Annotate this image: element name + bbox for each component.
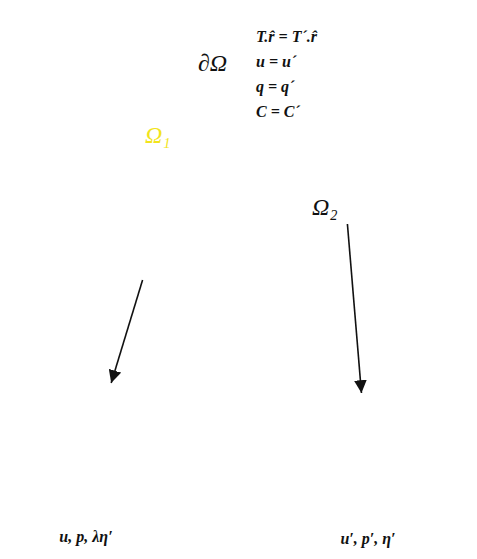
domain-cube: ∂Ω T.r̂ = T´.r̂ u = u´ q = q´ C = C´ Ω₁ Ω₂	[0, 0, 477, 392]
cube-front	[6, 42, 442, 386]
element-cube	[368, 167, 375, 202]
texture	[442, 6, 474, 386]
cube-side	[148, 383, 162, 525]
field-variables: u, p, λη′	[10, 528, 162, 546]
element-face	[340, 174, 370, 202]
cube-front	[10, 397, 148, 525]
texture	[6, 42, 442, 386]
connector-arrow	[347, 224, 361, 393]
element-cube	[138, 184, 172, 190]
subdomain-label: Ω₂	[312, 194, 338, 222]
matrix-volume: u′, p′, η′	[298, 393, 438, 550]
cube-top	[6, 6, 474, 42]
texture	[298, 405, 424, 527]
inner-panel	[52, 50, 442, 342]
inclusion-volume: u, p, λη′	[10, 383, 162, 548]
sphere-shadow	[126, 123, 248, 275]
field-variables: u′, p′, η′	[298, 530, 438, 548]
boundary-condition: u = u´	[256, 53, 296, 71]
boundary-condition: C = C´	[256, 103, 300, 121]
boundary-condition: q = q´	[256, 78, 294, 96]
texture	[424, 393, 438, 527]
inclusion-volume-outline	[10, 383, 162, 545]
matrix-volume-outline	[298, 393, 438, 548]
condition-bracket	[248, 28, 250, 130]
texture	[148, 383, 162, 525]
element-cube	[340, 174, 368, 202]
cube-side	[442, 6, 474, 386]
matrix-element: Ω₂	[310, 166, 380, 224]
connector-arrow	[111, 280, 142, 383]
cube-side	[424, 393, 438, 527]
cube-front	[298, 405, 424, 527]
cube-top	[298, 393, 438, 405]
element-cube	[166, 184, 172, 218]
inclusion-sphere: Ω₁	[105, 100, 235, 280]
domain-cube-outline	[0, 0, 477, 392]
element-cube	[138, 190, 166, 218]
boundary-condition: T.r̂ = T´.r̂	[256, 28, 317, 46]
boundary-label: ∂Ω	[198, 50, 227, 78]
element-cube	[340, 167, 375, 174]
texture	[298, 393, 438, 405]
texture	[10, 397, 148, 525]
texture	[6, 6, 474, 42]
leader-arrow	[213, 91, 221, 133]
texture	[10, 383, 162, 397]
cube-top	[10, 383, 162, 397]
subdomain-label: Ω₁	[145, 122, 171, 150]
